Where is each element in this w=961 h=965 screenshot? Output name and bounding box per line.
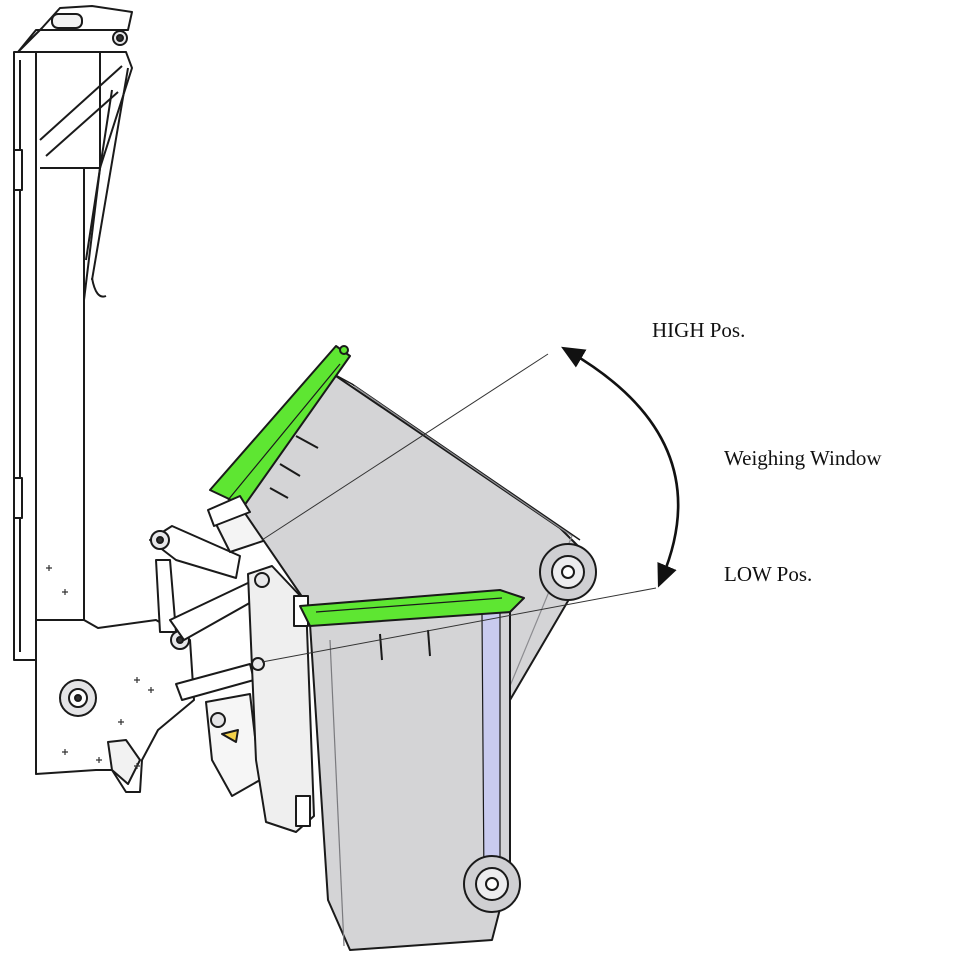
- frame-top-brace: [36, 51, 133, 169]
- weighing-window-arc: [561, 346, 680, 588]
- high-position-line: [261, 353, 549, 541]
- lifter-frame: [13, 5, 195, 793]
- weighing-window-label: Weighing Window: [724, 446, 882, 470]
- frame-lower-housing: [35, 619, 195, 793]
- low-position-line: [261, 587, 657, 663]
- position-lines: [261, 353, 657, 663]
- bin-low-position: [247, 565, 525, 951]
- frame-column: [13, 51, 37, 661]
- frame-hook: [91, 277, 107, 298]
- upright-bin-lid: [299, 589, 525, 627]
- high-position-label: HIGH Pos.: [652, 318, 746, 342]
- low-position-label: LOW Pos.: [724, 562, 813, 586]
- housing-markings: [46, 565, 154, 769]
